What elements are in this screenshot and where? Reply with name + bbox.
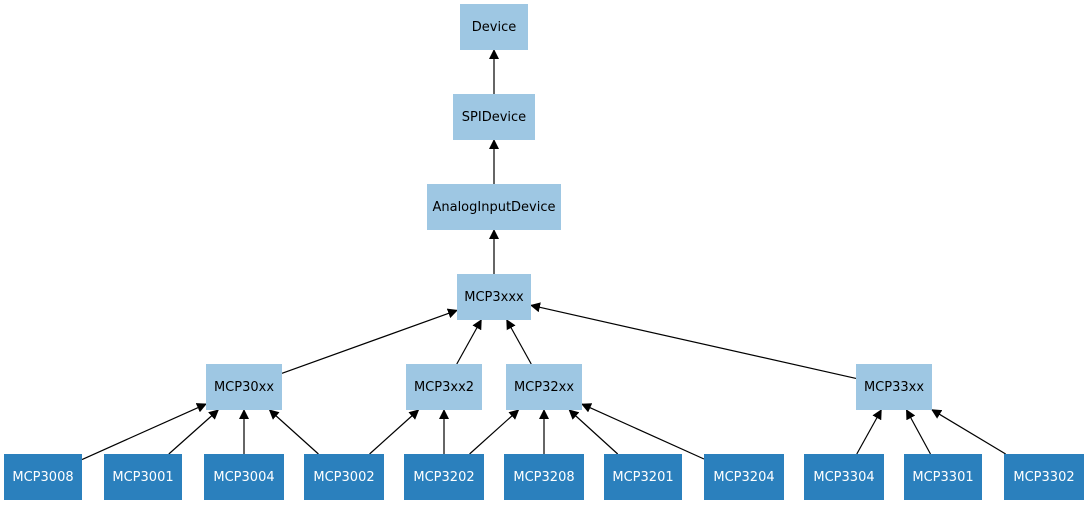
node-analoginputdevice: AnalogInputDevice [427,184,561,230]
node-mcp33xx: MCP33xx [856,364,932,410]
node-device: Device [460,4,528,50]
edge-mcp3002-to-mcp30xx [268,409,319,455]
node-mcp3302: MCP3302 [1004,454,1084,500]
node-mcp3202: MCP3202 [404,454,484,500]
edge-mcp3204-to-mcp32xx [581,403,705,460]
edge-mcp3002-to-mcp3xx2 [369,409,420,455]
edge-mcp3xx2-to-mcp3xxx [456,319,482,365]
edge-mcp3302-to-mcp33xx [931,409,1006,455]
edge-mcp3001-to-mcp30xx [168,409,219,455]
node-mcp3201: MCP3201 [604,454,682,500]
node-mcp3xxx: MCP3xxx [457,274,531,320]
node-mcp3208: MCP3208 [504,454,584,500]
node-mcp3008: MCP3008 [4,454,82,500]
node-mcp32xx: MCP32xx [506,364,582,410]
node-mcp3xx2: MCP3xx2 [406,364,482,410]
node-mcp3004: MCP3004 [204,454,284,500]
node-mcp3204: MCP3204 [704,454,784,500]
edge-mcp3304-to-mcp33xx [856,409,882,455]
node-mcp30xx: MCP30xx [206,364,282,410]
node-mcp3001: MCP3001 [104,454,182,500]
edge-mcp3301-to-mcp33xx [905,409,932,455]
edge-mcp33xx-to-mcp3xxx [530,302,857,380]
node-spidevice: SPIDevice [453,94,535,140]
edge-mcp3008-to-mcp30xx [81,403,207,461]
edge-mcp30xx-to-mcp3xxx [281,308,458,374]
edge-mcp32xx-to-mcp3xxx [506,319,532,365]
node-mcp3304: MCP3304 [804,454,884,500]
node-mcp3002: MCP3002 [304,454,384,500]
edge-mcp3202-to-mcp32xx [469,409,520,455]
edge-mcp3201-to-mcp32xx [568,409,619,455]
node-mcp3301: MCP3301 [904,454,982,500]
